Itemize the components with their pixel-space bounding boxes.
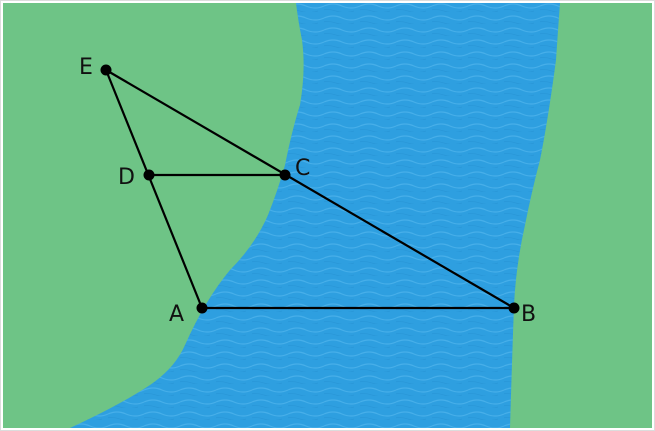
point-e bbox=[100, 64, 112, 76]
label-c: C bbox=[295, 156, 310, 181]
point-a bbox=[196, 302, 208, 314]
label-d: D bbox=[118, 165, 135, 190]
label-b: B bbox=[521, 302, 536, 327]
point-d bbox=[143, 169, 155, 181]
segment-ea bbox=[104, 69, 204, 309]
label-a: A bbox=[169, 302, 184, 327]
point-c bbox=[279, 169, 291, 181]
label-e: E bbox=[79, 55, 93, 80]
points bbox=[100, 64, 520, 314]
point-labels: A B C D E bbox=[79, 55, 536, 327]
segment-eb bbox=[105, 69, 515, 309]
segments bbox=[104, 69, 515, 310]
river-texture bbox=[70, 3, 560, 428]
point-b bbox=[508, 302, 520, 314]
